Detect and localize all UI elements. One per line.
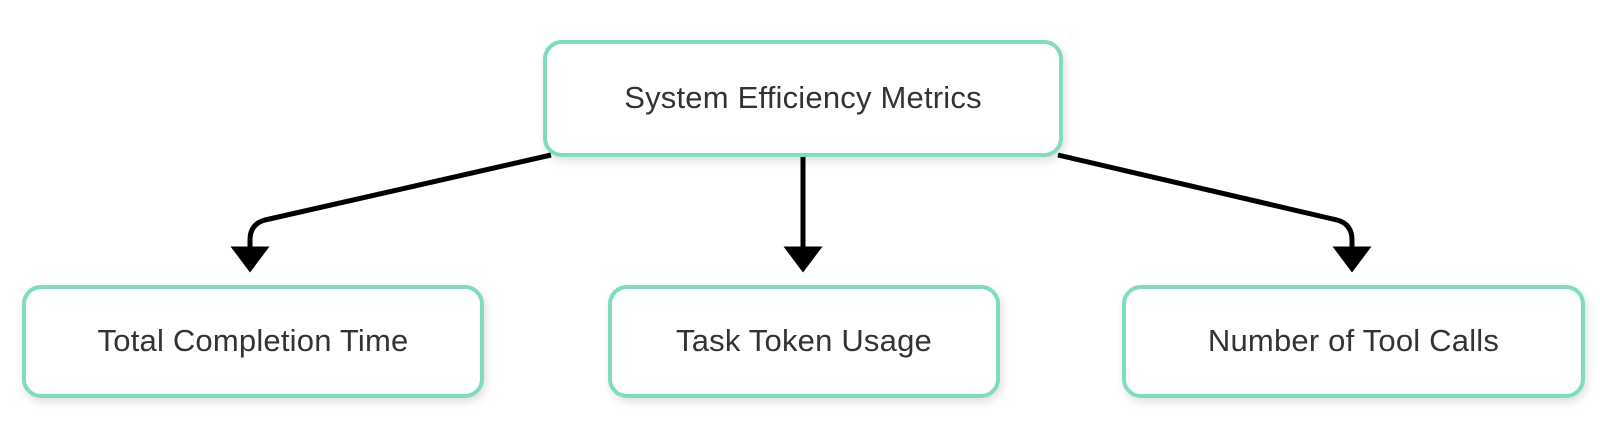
node-task-token-usage[interactable]: Task Token Usage <box>608 285 1000 398</box>
node-label-system-efficiency-metrics: System Efficiency Metrics <box>624 80 982 116</box>
node-total-completion-time[interactable]: Total Completion Time <box>22 285 484 398</box>
node-label-task-token-usage: Task Token Usage <box>676 323 932 359</box>
edge-root-to-total-completion-time <box>230 152 552 273</box>
node-label-total-completion-time: Total Completion Time <box>97 323 409 359</box>
node-system-efficiency-metrics[interactable]: System Efficiency Metrics <box>543 40 1063 157</box>
node-number-of-tool-calls[interactable]: Number of Tool Calls <box>1122 285 1585 398</box>
edge-root-to-number-of-tool-calls <box>1057 152 1372 273</box>
node-label-number-of-tool-calls: Number of Tool Calls <box>1207 323 1500 359</box>
